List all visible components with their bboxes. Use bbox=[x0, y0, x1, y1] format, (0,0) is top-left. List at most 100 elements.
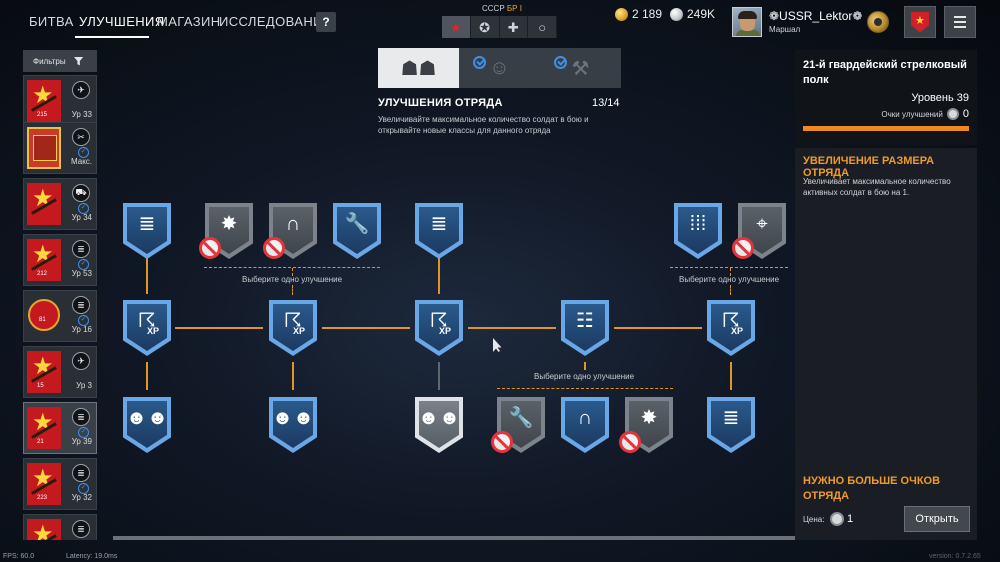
nav-battle[interactable]: БИТВА bbox=[29, 14, 74, 29]
choice-label-1: Выберите одно улучшение bbox=[242, 275, 343, 284]
nav-shop[interactable]: МАГАЗИН bbox=[157, 14, 221, 29]
choice-label-3: Выберите одно улучшение bbox=[679, 275, 780, 284]
upgrade-node[interactable]: ☈XP bbox=[123, 300, 171, 356]
rank-badge-icon[interactable] bbox=[867, 11, 889, 33]
player-rank: Маршал bbox=[769, 25, 801, 34]
squad-size-icon: ☷ bbox=[576, 310, 594, 332]
tab-soldier-upgrades[interactable]: ☺ bbox=[459, 48, 540, 88]
upgrade-node[interactable]: ∩ bbox=[263, 203, 317, 259]
squad-emblem-icon: 81 bbox=[28, 299, 60, 331]
filters-label: Фильтры bbox=[33, 56, 66, 66]
squad-type-icon: ✈ bbox=[72, 352, 90, 370]
nav-research[interactable]: ИССЛЕДОВАНИЯ bbox=[219, 14, 333, 29]
connector bbox=[146, 362, 148, 390]
check-circle-icon: ✓ bbox=[78, 427, 89, 438]
choice-bracket bbox=[670, 267, 788, 268]
squad-number: 15 bbox=[37, 383, 44, 389]
mode-cross-button[interactable]: ✚ bbox=[499, 16, 529, 38]
squad-card[interactable]: ★≣ bbox=[23, 514, 97, 540]
blocked-icon bbox=[199, 237, 221, 259]
upgrade-description: Увеличивает максимальное количество акти… bbox=[803, 177, 951, 197]
squad-number: 223 bbox=[37, 495, 48, 501]
choice-bracket bbox=[730, 268, 731, 276]
main-menu-button[interactable] bbox=[944, 6, 976, 38]
upgrade-node[interactable]: ≣ bbox=[123, 203, 171, 259]
upgrade-node[interactable]: ☷ bbox=[561, 300, 609, 356]
xp-label: XP bbox=[293, 326, 306, 336]
group-icon: ☻☻ bbox=[417, 407, 461, 429]
squad-type-icon: ≣ bbox=[72, 240, 90, 258]
upgrade-node[interactable]: ⁞⁞⁞ bbox=[674, 203, 722, 259]
nav-upgrades[interactable]: УЛУЧШЕНИЯ bbox=[79, 14, 165, 29]
squad-name: 21-й гвардейский стрелковый полк bbox=[803, 59, 967, 86]
need-more-points: НУЖНО БОЛЬШЕ ОЧКОВ ОТРЯДА bbox=[803, 475, 941, 502]
squad-emblem-icon: ★ bbox=[27, 183, 61, 225]
tab-squad-upgrades[interactable]: ☗☗ bbox=[378, 48, 459, 88]
upgrade-node[interactable]: ☻☻ bbox=[269, 397, 317, 453]
check-circle-icon: ✓ bbox=[78, 259, 89, 270]
price-label: Цена: bbox=[803, 515, 825, 524]
squad-card[interactable]: ★223≣✓Ур 32 bbox=[23, 458, 97, 510]
open-button[interactable]: Открыть bbox=[904, 506, 970, 532]
squad-type-icon: ≣ bbox=[72, 408, 90, 426]
xp-icon: ☈ bbox=[284, 310, 302, 332]
faction-button[interactable]: ★ bbox=[904, 6, 936, 38]
squad-number: 212 bbox=[37, 271, 48, 277]
upgrade-node[interactable]: ☈XP bbox=[707, 300, 755, 356]
upgrade-node[interactable]: ☈XP bbox=[415, 300, 463, 356]
upgrade-points-value: 0 bbox=[962, 108, 969, 120]
squad-card[interactable]: ★212≣✓Ур 53 bbox=[23, 234, 97, 286]
squad-type-icon: ✈ bbox=[72, 81, 90, 99]
upgrade-node[interactable]: 🔧 bbox=[333, 203, 381, 259]
player-avatar[interactable] bbox=[732, 7, 762, 37]
tab-weapon-upgrades[interactable]: ⚒ bbox=[540, 48, 621, 88]
upgrade-node[interactable]: ☻☻ bbox=[415, 397, 463, 453]
silver-currency[interactable]: 249K bbox=[670, 6, 715, 22]
upgrade-node[interactable]: 🔧 bbox=[491, 397, 545, 453]
squad-card[interactable]: ★15✈Ур 3 bbox=[23, 346, 97, 398]
group-icon: ☻☻ bbox=[271, 407, 315, 429]
upgrade-node[interactable]: ⌖ bbox=[732, 203, 786, 259]
mode-badge-button[interactable]: ✪ bbox=[470, 16, 500, 38]
blocked-icon bbox=[732, 237, 754, 259]
xp-icon: ☈ bbox=[138, 310, 156, 332]
filters-button[interactable]: Фильтры bbox=[23, 50, 97, 72]
upgrade-tabs: ☗☗ ☺ ⚒ bbox=[378, 48, 621, 88]
panel-description: Увеличивайте максимальное количество сол… bbox=[378, 115, 589, 135]
player-name[interactable]: ❁USSR_Lektor❁ bbox=[769, 9, 863, 23]
horizontal-scrollbar[interactable] bbox=[113, 536, 795, 540]
nation-label: СССР БР I bbox=[482, 4, 522, 13]
squad-card[interactable]: ✂✓Макс. bbox=[23, 122, 97, 174]
upgrade-node[interactable]: ☈XP bbox=[269, 300, 317, 356]
circle-mode-icon: ○ bbox=[538, 19, 547, 35]
squad-card[interactable]: ★21≣✓Ур 39 bbox=[23, 402, 97, 454]
panel-title: УЛУЧШЕНИЯ ОТРЯДА bbox=[378, 97, 503, 109]
upgrade-node[interactable]: ≣ bbox=[707, 397, 755, 453]
squad-tab-icon: ☗☗ bbox=[400, 57, 437, 80]
explosion-icon: ✸ bbox=[220, 213, 238, 235]
mode-star-button[interactable]: ★ bbox=[442, 16, 471, 38]
squad-card[interactable]: ★⛟✓Ур 34 bbox=[23, 178, 97, 230]
squad-number: 215 bbox=[37, 112, 48, 118]
upgrade-node[interactable]: ✸ bbox=[199, 203, 253, 259]
mode-circle-button[interactable]: ○ bbox=[528, 16, 557, 38]
upgrade-node[interactable]: ∩ bbox=[561, 397, 609, 453]
gold-amount: 2 189 bbox=[632, 7, 663, 21]
top-bar: БИТВА УЛУЧШЕНИЯ МАГАЗИН ИССЛЕДОВАНИЯ ? С… bbox=[0, 0, 1000, 46]
choice-bracket bbox=[292, 268, 293, 276]
upgrade-node[interactable]: ✸ bbox=[619, 397, 673, 453]
squad-card[interactable]: ★215✈Ур 33 bbox=[23, 75, 97, 127]
headset-icon: ∩ bbox=[577, 407, 593, 429]
upgrade-points-icon bbox=[830, 512, 844, 526]
connector-locked bbox=[438, 362, 440, 390]
upgrade-node[interactable]: ☻☻ bbox=[123, 397, 171, 453]
upgrade-node[interactable]: ≣ bbox=[415, 203, 463, 259]
gold-currency[interactable]: 2 189 bbox=[615, 6, 662, 22]
silver-coin-icon bbox=[670, 7, 683, 21]
level-progress-bar bbox=[803, 126, 969, 131]
check-circle-icon: ✓ bbox=[78, 483, 89, 494]
squad-card[interactable]: 81≣✓Ур 16 bbox=[23, 290, 97, 342]
blocked-icon bbox=[491, 431, 513, 453]
help-button[interactable]: ? bbox=[316, 12, 336, 32]
